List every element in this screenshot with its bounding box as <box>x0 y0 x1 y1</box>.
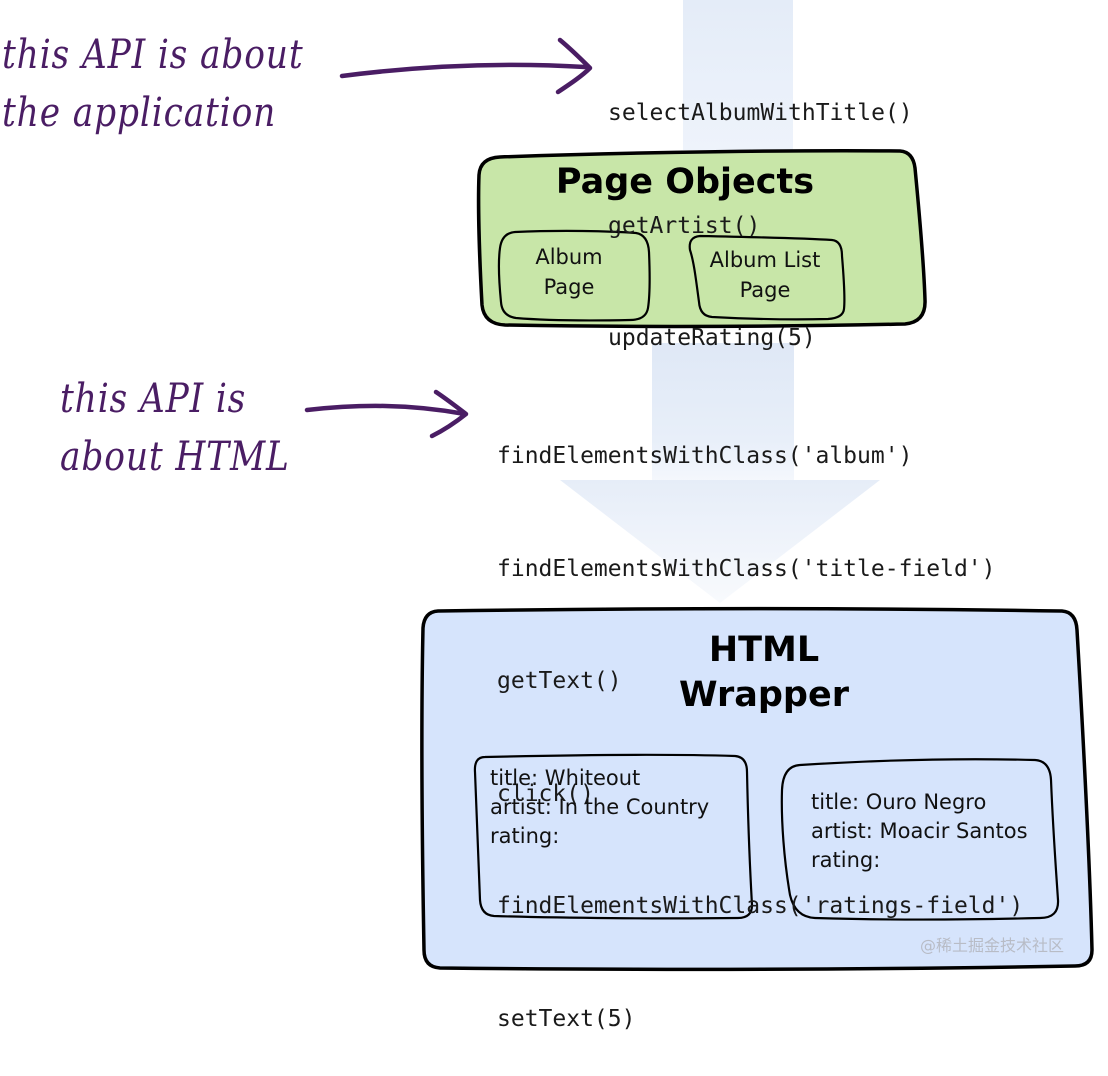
album-list-page-label-line: Page <box>739 278 791 302</box>
record-box-1 <box>473 753 754 920</box>
html-wrapper-title-line: HTML <box>708 630 820 670</box>
html-api-item: getText() <box>497 668 622 694</box>
app-api-list: selectAlbumWithTitle() getArtist() updat… <box>608 20 913 395</box>
html-wrapper-title: HTML Wrapper <box>600 628 928 718</box>
record-rating: rating: <box>490 824 560 848</box>
record-rating: rating: <box>811 848 881 872</box>
html-wrapper-title-line: Wrapper <box>679 675 849 715</box>
annotation-arrow-bottom <box>304 389 469 439</box>
annotation-bottom-line-2: about HTML <box>60 434 290 480</box>
html-api-item: findElementsWithClass('title-field') <box>497 555 996 582</box>
record-2: title: Ouro Negro artist: Moacir Santos … <box>811 788 1028 875</box>
annotation-arrow-top <box>339 37 593 95</box>
annotation-top-line-2: the application <box>2 90 277 136</box>
record-1: title: Whiteout artist: In the Country r… <box>490 764 709 851</box>
annotation-bottom-line-1: this API is <box>60 376 247 422</box>
album-page-label-line: Page <box>543 275 595 299</box>
annotation-top: this API is about the application <box>2 26 312 142</box>
record-artist: artist: In the Country <box>490 795 710 819</box>
album-list-page-label: Album List Page <box>694 245 836 305</box>
html-api-item: findElementsWithClass('album') <box>497 443 913 469</box>
record-title: title: Ouro Negro <box>811 790 987 814</box>
record-artist: artist: Moacir Santos <box>811 819 1028 843</box>
flow-arrow-top <box>683 0 793 150</box>
album-page-label: Album Page <box>502 242 636 302</box>
annotation-bottom: this API is about HTML <box>60 370 318 486</box>
record-title: title: Whiteout <box>490 766 641 790</box>
app-api-item: getArtist() <box>608 212 761 239</box>
diagram-canvas <box>304 0 1094 972</box>
html-api-item: setText(5) <box>497 1005 636 1032</box>
watermark: @稀土掘金技术社区 <box>920 936 1065 955</box>
annotation-top-line-1: this API is about <box>2 32 304 78</box>
record-box-2 <box>780 758 1060 921</box>
album-list-page-box <box>688 234 846 321</box>
album-list-page-label-line: Album List <box>709 248 821 272</box>
flow-arrow-middle <box>560 343 880 603</box>
app-api-item: updateRating(5) <box>608 325 816 351</box>
page-objects-title: Page Objects <box>555 162 815 202</box>
album-page-box <box>497 229 651 322</box>
html-api-item: findElementsWithClass('ratings-field') <box>497 893 1024 919</box>
html-api-list: findElementsWithClass('album') findEleme… <box>497 363 1023 1076</box>
app-api-item: selectAlbumWithTitle() <box>608 100 913 126</box>
html-api-item: click() <box>497 780 594 807</box>
album-page-label-line: Album <box>535 245 603 269</box>
